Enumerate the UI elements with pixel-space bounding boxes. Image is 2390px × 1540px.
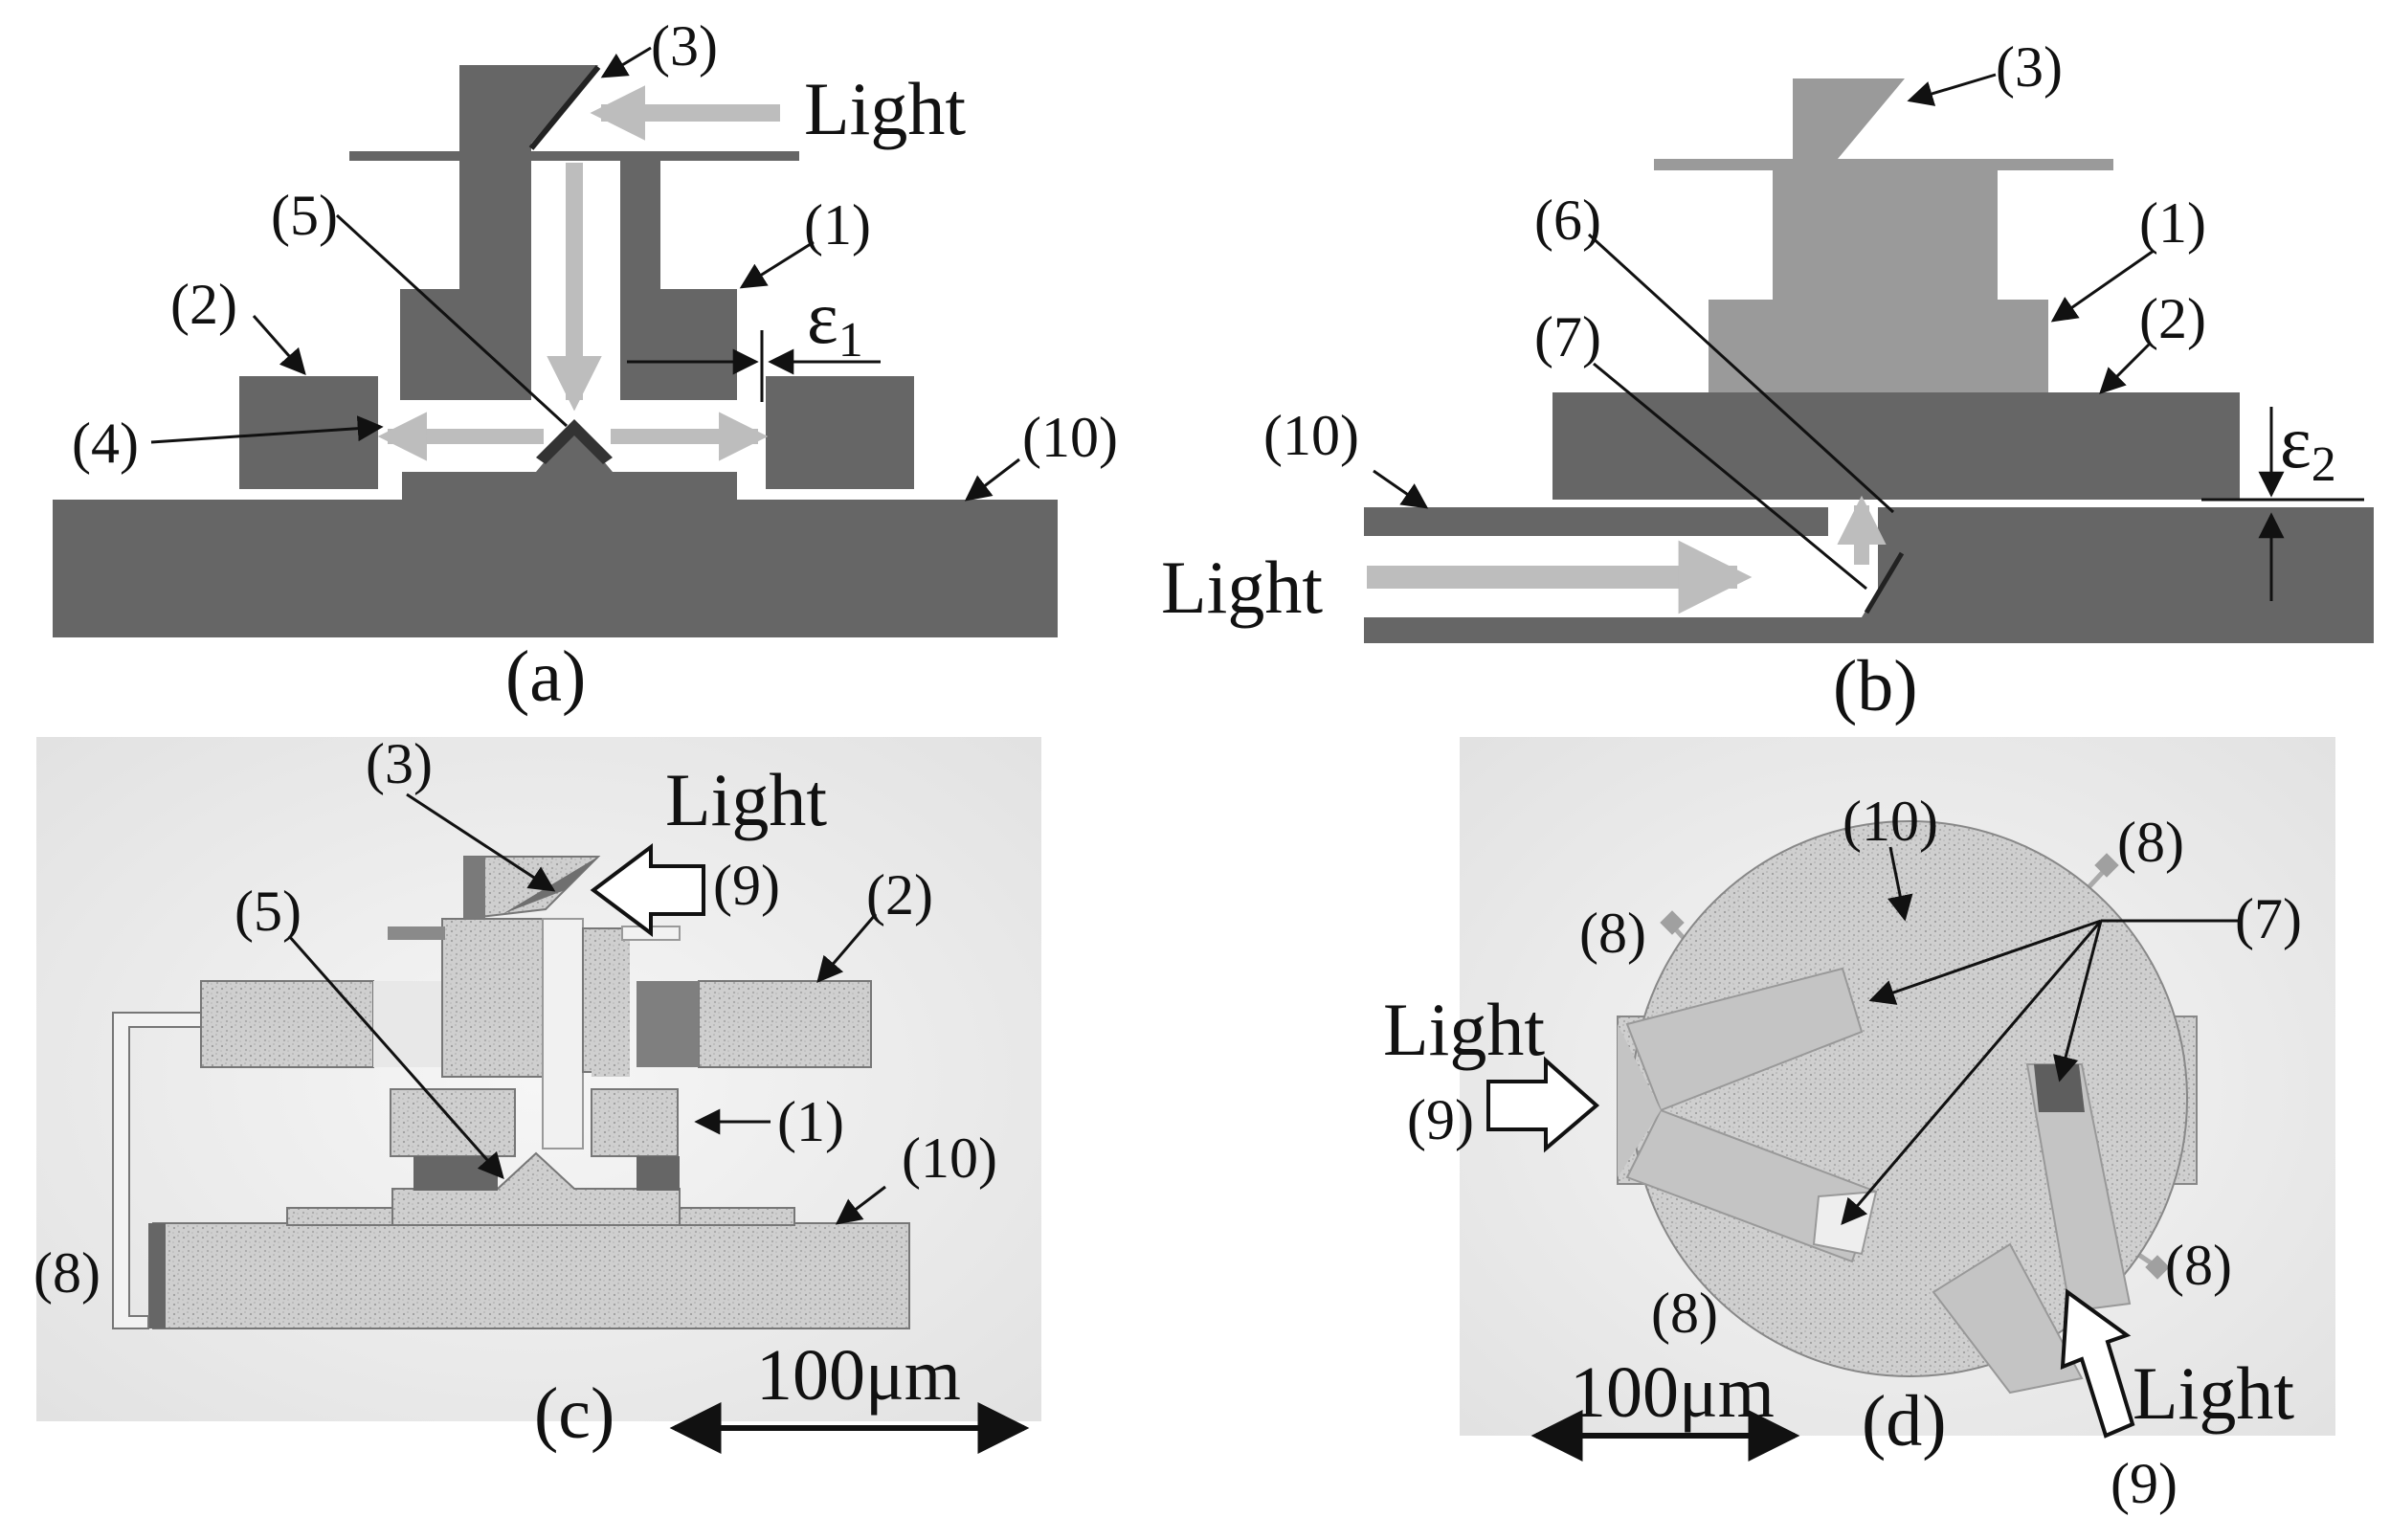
- waveguide-base: [1618, 1024, 1661, 1177]
- right-block-2-c-face: [637, 981, 699, 1067]
- right-lower-block-1: [591, 1088, 679, 1157]
- central-left-column: [441, 918, 544, 1078]
- substrate-step-right: [679, 1207, 795, 1226]
- label-a-3: (3): [651, 14, 718, 78]
- panel-c: (3) Light (9) (5) (2) (1) (10) (8) 100μm…: [34, 732, 1041, 1454]
- light-arrow-c: [590, 843, 705, 937]
- panel-a: (3) Light (5) (1) (2) (4) (10) ε1 (a): [53, 14, 1118, 717]
- label-c-10: (10): [902, 1127, 997, 1190]
- caption-b: (b): [1833, 646, 1918, 726]
- label-b-3: (3): [1996, 35, 2063, 99]
- waveguide-lower-arm: [1625, 1108, 1878, 1263]
- label-b-1: (1): [2139, 191, 2206, 255]
- mirror-7: [1864, 551, 1905, 614]
- label-c-8: (8): [34, 1241, 101, 1305]
- label-d-8-ul: (8): [1579, 902, 1646, 965]
- left-block-2-c: [200, 980, 374, 1068]
- label-c-9: (9): [713, 854, 780, 917]
- substrate-10-c: [152, 1222, 910, 1329]
- plate-b: [1654, 159, 2113, 170]
- caption-c: (c): [534, 1373, 614, 1454]
- substrate-bump-c: [391, 1151, 681, 1226]
- caption-a: (a): [505, 636, 586, 717]
- light-label-c: Light: [665, 758, 827, 841]
- top-plate: [349, 151, 799, 161]
- bottom-mirror-5: [536, 419, 613, 464]
- scale-label-c: 100μm: [756, 1335, 961, 1416]
- top-mirror-3: [528, 65, 601, 150]
- label-d-8-lr: (8): [2165, 1234, 2232, 1297]
- central-channel: [542, 918, 584, 1149]
- mirror-support: [464, 857, 485, 919]
- label-a-1: (1): [804, 193, 871, 257]
- label-d-8-ur: (8): [2117, 811, 2184, 874]
- bottom-block-2: [1552, 392, 2240, 500]
- waveguide-right-foot: [1932, 1242, 2084, 1395]
- light-label-b: Light: [1161, 546, 1323, 629]
- reflector-dark: [2034, 1064, 2085, 1112]
- light-arrow-d-left: [1486, 1056, 1600, 1153]
- right-column-1: [620, 161, 737, 400]
- substrate-10-b: [1364, 507, 2374, 643]
- light-label-d-left: Light: [1383, 988, 1545, 1071]
- label-b-2: (2): [2139, 287, 2206, 350]
- label-c-3: (3): [366, 732, 433, 795]
- light-label-a: Light: [804, 67, 966, 150]
- substrate-step-left: [286, 1207, 393, 1226]
- epsilon-1: ε1: [807, 276, 863, 368]
- upper-plate-c: [388, 926, 445, 940]
- label-d-8-ll: (8): [1651, 1282, 1718, 1345]
- label-d-9-left: (9): [1407, 1088, 1474, 1151]
- left-column: [400, 65, 598, 400]
- right-lower-pad: [637, 1156, 680, 1191]
- label-a-5: (5): [271, 184, 338, 247]
- right-block-2-c: [698, 980, 872, 1068]
- label-a-2: (2): [170, 273, 237, 336]
- waveguide-upper-arm: [1625, 967, 1864, 1112]
- label-d-7: (7): [2235, 887, 2302, 950]
- waveguide-top: [1364, 507, 1828, 536]
- substrate-dark-edge: [148, 1223, 166, 1328]
- right-block-2: [766, 376, 914, 489]
- left-lower-pad: [413, 1156, 498, 1191]
- central-right-wall: [592, 933, 630, 1077]
- left-block-2-c-face: [373, 981, 450, 1067]
- light-arrow-d-right: [2060, 1288, 2135, 1439]
- label-d-9-right: (9): [2111, 1452, 2178, 1515]
- top-mirror-3-b: [1793, 78, 1905, 159]
- label-b-6: (6): [1534, 189, 1601, 252]
- label-a-4: (4): [72, 412, 139, 475]
- label-d-10: (10): [1843, 790, 1938, 853]
- panel-d: (10) (8) (8) (7) Light (9) (8) (8) 100μm…: [1383, 737, 2335, 1515]
- substrate-10: [53, 500, 1058, 637]
- label-a-10: (10): [1022, 406, 1118, 469]
- label-c-5: (5): [235, 880, 302, 943]
- label-b-7: (7): [1534, 305, 1601, 368]
- panel-b: (3) (6) (1) (7) (2) (10) Light ε2 (b): [1161, 35, 2374, 726]
- middle-block-1: [1709, 300, 2048, 392]
- upper-block: [1773, 165, 1998, 300]
- scale-label-d: 100μm: [1570, 1352, 1775, 1433]
- label-b-10: (10): [1263, 404, 1359, 467]
- caption-d: (d): [1862, 1381, 1947, 1462]
- light-label-d-right: Light: [2133, 1351, 2294, 1435]
- epsilon-2: ε2: [2280, 400, 2336, 492]
- label-c-1: (1): [777, 1090, 844, 1153]
- label-c-2: (2): [866, 863, 933, 926]
- substrate-bump: [402, 426, 737, 500]
